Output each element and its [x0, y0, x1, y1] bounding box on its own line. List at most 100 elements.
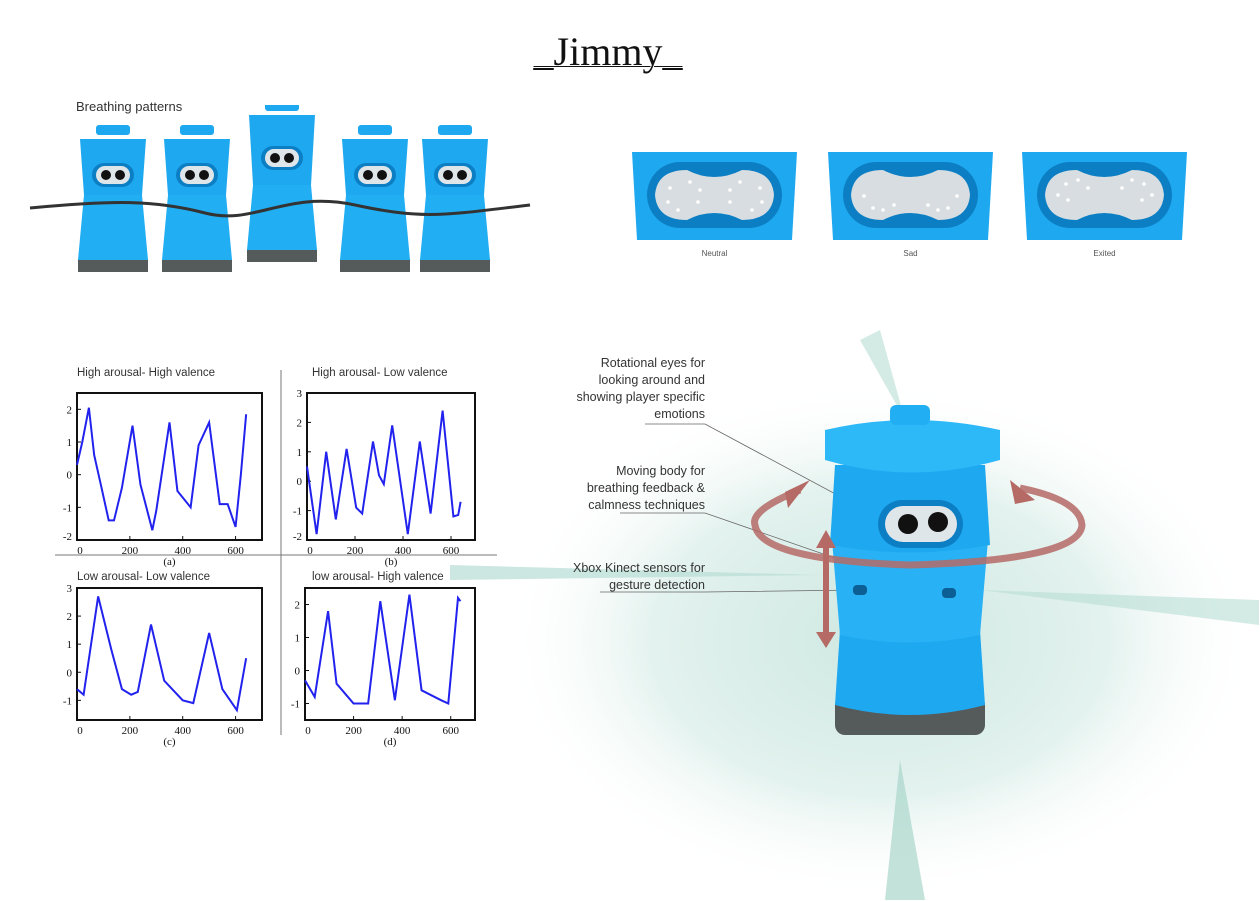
- x-tick-label: 0: [77, 725, 83, 737]
- breathing-robot: [162, 125, 232, 272]
- robot-right-eye: [928, 512, 948, 532]
- arrowhead-up: [816, 530, 836, 548]
- y-tick-label: 3: [67, 583, 73, 595]
- led-dot: [946, 206, 950, 210]
- x-tick-label: 400: [174, 545, 191, 557]
- plot-frame: [76, 392, 263, 541]
- led-dot: [728, 200, 732, 204]
- y-tick-label: 0: [67, 470, 73, 482]
- annotation-leader-lines: [600, 423, 896, 593]
- rotation-arrowhead-right: [1010, 480, 1035, 504]
- eye-expression-neutral: Neutral: [632, 150, 797, 258]
- x-tick-label: 600: [227, 545, 244, 557]
- series-line: [304, 594, 462, 705]
- x-tick-label: 200: [122, 545, 139, 557]
- x-tick-label: 600: [442, 725, 459, 737]
- x-tick-label: 600: [443, 545, 460, 557]
- x-tick-label: 200: [345, 725, 362, 737]
- y-tick-label: 0: [297, 476, 303, 488]
- y-tick-label: 2: [67, 611, 73, 623]
- chart-title: High arousal- Low valence: [312, 367, 448, 379]
- breathing-patterns-label: Breathing patterns: [76, 99, 183, 114]
- led-dot: [758, 186, 762, 190]
- y-tick-label: -1: [63, 695, 72, 707]
- led-dot: [1120, 186, 1124, 190]
- led-dot: [1130, 178, 1134, 182]
- series-line: [76, 407, 248, 531]
- led-dot: [676, 208, 680, 212]
- breathing-robot: [78, 125, 148, 272]
- led-dot: [862, 194, 866, 198]
- chart-caption: (c): [163, 736, 176, 748]
- rotation-arrowhead-left: [785, 480, 810, 508]
- chart-title: low arousal- High valence: [312, 571, 444, 583]
- y-tick-label: 3: [297, 388, 303, 400]
- chart-caption: (d): [384, 736, 397, 748]
- led-dot: [1064, 182, 1068, 186]
- y-tick-label: 1: [297, 447, 303, 459]
- y-tick-label: 1: [67, 437, 73, 449]
- chart-d: 0 200 400 600 -1 0 1 2 (d): [291, 587, 476, 748]
- led-dot: [738, 180, 742, 184]
- series-line: [76, 596, 248, 713]
- led-dot: [955, 194, 959, 198]
- y-tick-label: 1: [295, 633, 301, 645]
- robot-lower-body: [835, 630, 985, 715]
- led-dot: [1066, 198, 1070, 202]
- y-tick-label: -2: [63, 531, 72, 543]
- kinect-sensor-left: [853, 585, 867, 595]
- led-dot: [926, 203, 930, 207]
- led-dot: [728, 188, 732, 192]
- x-tick-label: 400: [394, 725, 411, 737]
- led-dot: [936, 208, 940, 212]
- page-title: _Jimmy_: [533, 29, 683, 74]
- led-dot: [871, 206, 875, 210]
- led-dot: [698, 188, 702, 192]
- series-line: [306, 410, 462, 535]
- breathing-wave: [29, 199, 531, 218]
- led-dot: [760, 200, 764, 204]
- arrowhead-down: [816, 632, 836, 648]
- rotation-arrow: [751, 484, 1086, 569]
- led-dot: [1150, 193, 1154, 197]
- plot-frame: [306, 392, 476, 541]
- y-tick-label: 1: [67, 639, 73, 651]
- led-dot: [1140, 198, 1144, 202]
- x-tick-label: 200: [347, 545, 364, 557]
- y-tick-label: -1: [63, 502, 72, 514]
- x-tick-label: 600: [227, 725, 244, 737]
- eye-expression-label: Sad: [903, 249, 918, 258]
- x-tick-label: 0: [77, 545, 83, 557]
- led-dot: [750, 208, 754, 212]
- breathing-robot: [247, 105, 317, 262]
- eye-expression-label: Neutral: [701, 249, 728, 258]
- led-dot: [668, 186, 672, 190]
- led-dot: [696, 200, 700, 204]
- chart-title: High arousal- High valence: [77, 367, 216, 379]
- jimmy-robot-render: [600, 405, 1086, 735]
- led-dot: [892, 203, 896, 207]
- eye-expression-exited: Exited: [1022, 150, 1187, 258]
- led-dot: [1056, 193, 1060, 197]
- breathing-robot: [340, 125, 410, 272]
- x-tick-label: 0: [305, 725, 311, 737]
- y-tick-label: 2: [297, 417, 303, 429]
- robot-cap: [825, 420, 1000, 473]
- kinect-sensor-right: [942, 588, 956, 598]
- robot-top-button: [890, 405, 930, 425]
- y-tick-label: 2: [67, 404, 73, 416]
- y-tick-label: 0: [67, 667, 73, 679]
- eye-expression-label: Exited: [1093, 249, 1116, 258]
- led-dot: [1086, 186, 1090, 190]
- y-tick-label: 2: [295, 600, 301, 612]
- led-dot: [666, 200, 670, 204]
- breathing-robots-illustration: [29, 105, 531, 272]
- y-tick-label: -1: [291, 699, 300, 711]
- y-tick-label: 0: [295, 666, 301, 678]
- led-dot: [1076, 178, 1080, 182]
